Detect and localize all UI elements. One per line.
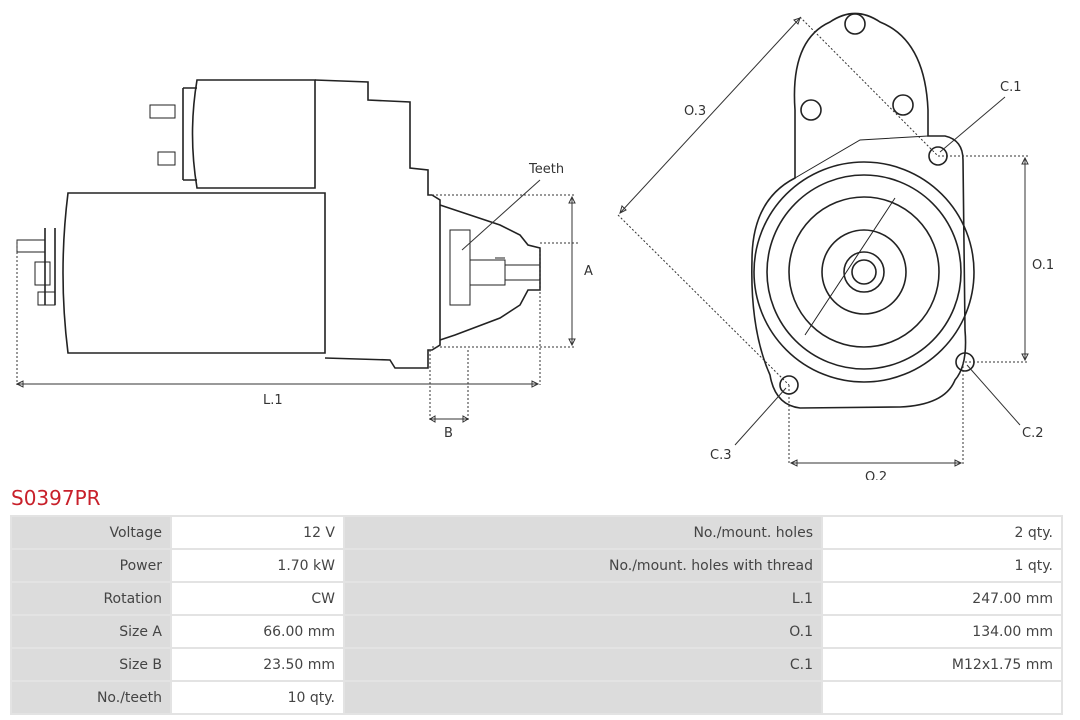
label-a: A bbox=[584, 264, 593, 279]
spec-value: 1.70 kW bbox=[172, 550, 343, 581]
spec-value: 134.00 mm bbox=[823, 616, 1061, 647]
side-view: Teeth A L.1 B bbox=[15, 79, 593, 441]
spec-label: Rotation bbox=[12, 583, 170, 614]
label-c1: C.1 bbox=[1000, 80, 1021, 95]
spec-label: Size A bbox=[12, 616, 170, 647]
label-o1: O.1 bbox=[1032, 258, 1054, 273]
spec-label: No./mount. holes bbox=[345, 517, 821, 548]
label-c3: C.3 bbox=[710, 448, 731, 463]
spec-value: 2 qty. bbox=[823, 517, 1061, 548]
spec-label: Size B bbox=[12, 649, 170, 680]
spec-label bbox=[345, 682, 821, 713]
spec-label: L.1 bbox=[345, 583, 821, 614]
label-c2: C.2 bbox=[1022, 426, 1043, 441]
spec-value: 66.00 mm bbox=[172, 616, 343, 647]
label-teeth: Teeth bbox=[528, 162, 564, 177]
spec-value: 10 qty. bbox=[172, 682, 343, 713]
spec-value: 247.00 mm bbox=[823, 583, 1061, 614]
label-o2: O.2 bbox=[865, 470, 887, 480]
spec-value: 23.50 mm bbox=[172, 649, 343, 680]
label-l1: L.1 bbox=[263, 393, 283, 408]
spec-label: Power bbox=[12, 550, 170, 581]
product-code-title: S0397PR bbox=[11, 486, 101, 510]
spec-label: O.1 bbox=[345, 616, 821, 647]
spec-label: No./mount. holes with thread bbox=[345, 550, 821, 581]
starter-motor-technical-drawing: Teeth A L.1 B O.3 C.1 O.1 C.2 C.3 O.2 bbox=[15, 12, 1054, 480]
label-o3: O.3 bbox=[684, 104, 706, 119]
spec-value bbox=[823, 682, 1061, 713]
spec-value: CW bbox=[172, 583, 343, 614]
spec-value: M12x1.75 mm bbox=[823, 649, 1061, 680]
spec-value: 1 qty. bbox=[823, 550, 1061, 581]
label-b: B bbox=[444, 426, 453, 441]
spec-value: 12 V bbox=[172, 517, 343, 548]
front-view: O.3 C.1 O.1 C.2 C.3 O.2 bbox=[617, 12, 1054, 480]
spec-label: No./teeth bbox=[12, 682, 170, 713]
spec-label: Voltage bbox=[12, 517, 170, 548]
spec-label: C.1 bbox=[345, 649, 821, 680]
